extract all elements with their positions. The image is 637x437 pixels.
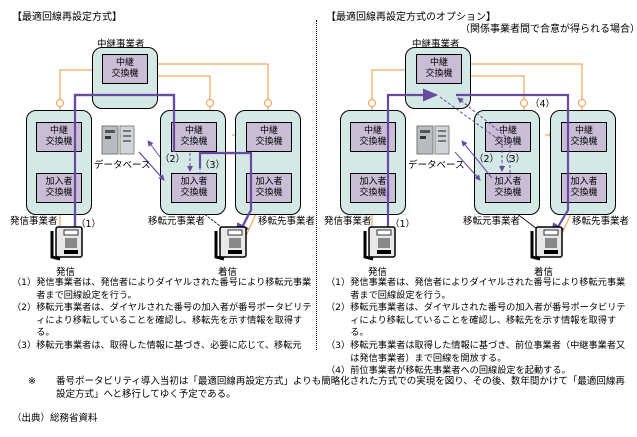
source-credit: （出典）総務省資料 [12, 413, 98, 424]
right-step-1-label: （1） [390, 219, 416, 230]
footnote-text: 番号ポータビリティ導入当初は「最適回線再設定方式」よりも簡略化された方式での実現… [56, 376, 625, 400]
right-source-carrier-label: 移転元事業者 [463, 216, 521, 227]
left-note-3: （3）移転元事業者は、取得した情報に基づき、必要に応じて、移転元 [12, 339, 302, 351]
right-caller-label: 発信 [368, 267, 388, 278]
right-call-path-transfer [456, 93, 570, 239]
right-step-2-label: （2） [474, 154, 500, 165]
left-relay-switch: 中継交換機 [102, 54, 148, 84]
right-panel-title: 【最適回線再設定方式のオプション】 [326, 12, 496, 23]
left-dest-relay-switch: 中継交換機 [246, 122, 292, 152]
right-database-server-icon [416, 125, 450, 155]
left-dest-subscriber-switch: 加入者交換機 [246, 173, 292, 203]
right-caller-phone-icon [363, 226, 396, 261]
right-relay-carrier-label: 中継事業者 [412, 39, 460, 50]
footnote-mark: ※ [28, 376, 36, 387]
left-step-1-label: （1） [76, 219, 102, 230]
right-step-4-label: （4） [530, 99, 556, 110]
right-step-3-label: （3） [500, 154, 526, 165]
right-panel-subtitle: （関係事業者間で合意が得られる場合） [460, 24, 637, 35]
right-dest-carrier-label: 移転先事業者 [572, 216, 630, 227]
right-note-2: （2）移転元事業者は、ダイヤルされた番号の加入者が番号ポータビリティにより移転し… [326, 302, 626, 339]
left-caller-label: 発信 [56, 267, 76, 278]
left-note-2: （2）移転元事業者は、ダイヤルされた番号の加入者が番号ポータビリティにより移転し… [12, 302, 312, 339]
left-source-carrier-label: 移転元事業者 [148, 216, 206, 227]
left-origin-carrier-label: 発信事業者 [10, 216, 58, 227]
left-step-3-label: （3） [200, 160, 226, 171]
panel-divider [316, 20, 317, 350]
right-relay-switch: 中継交換機 [416, 54, 462, 84]
left-source-subscriber-switch: 加入者交換機 [171, 173, 217, 203]
left-relay-carrier-label: 中継事業者 [97, 39, 145, 50]
left-database-server-icon [101, 125, 135, 155]
right-notes: （1）発信事業者は、発信者によりダイヤルされた番号により移転元事業者まで回線設定… [326, 277, 626, 378]
right-note-3: （3）移転元事業者は取得した情報に基づき、前位事業者（中継事業者又は発信事業者）… [326, 339, 626, 364]
right-call-path [386, 88, 439, 238]
left-callee-phone-icon [214, 226, 247, 261]
footnote: ※ 番号ポータビリティ導入当初は「最適回線再設定方式」よりも簡略化された方式での… [28, 375, 628, 401]
left-dest-carrier-label: 移転先事業者 [258, 216, 316, 227]
right-source-relay-switch: 中継交換機 [485, 122, 531, 152]
left-panel-title: 【最適回線再設定方式】 [12, 12, 122, 23]
left-step-2-label: （2） [160, 154, 186, 165]
left-caller-phone-icon [50, 226, 83, 261]
right-callee-phone-icon [530, 226, 563, 261]
right-note-4: （4）前位事業者が移転先事業者への回線設定を起動する。 [326, 365, 571, 377]
right-note-1: （1）発信事業者は、発信者によりダイヤルされた番号により移転元事業者まで回線設定… [326, 277, 626, 301]
left-note-1: （1）発信事業者は、発信者によりダイヤルされた番号により移転元事業者まで回線設定… [12, 277, 312, 301]
left-database-label: データベース [94, 160, 151, 171]
right-database-label: データベース [408, 160, 465, 171]
left-notes: （1）発信事業者は、発信者によりダイヤルされた番号により移転元事業者まで回線設定… [12, 277, 312, 353]
right-origin-carrier-label: 発信事業者 [324, 216, 372, 227]
left-source-relay-switch: 中継交換機 [171, 122, 217, 152]
right-callee-label: 着信 [534, 267, 554, 278]
left-callee-label: 着信 [218, 267, 238, 278]
right-source-subscriber-switch: 加入者交換機 [485, 173, 531, 203]
